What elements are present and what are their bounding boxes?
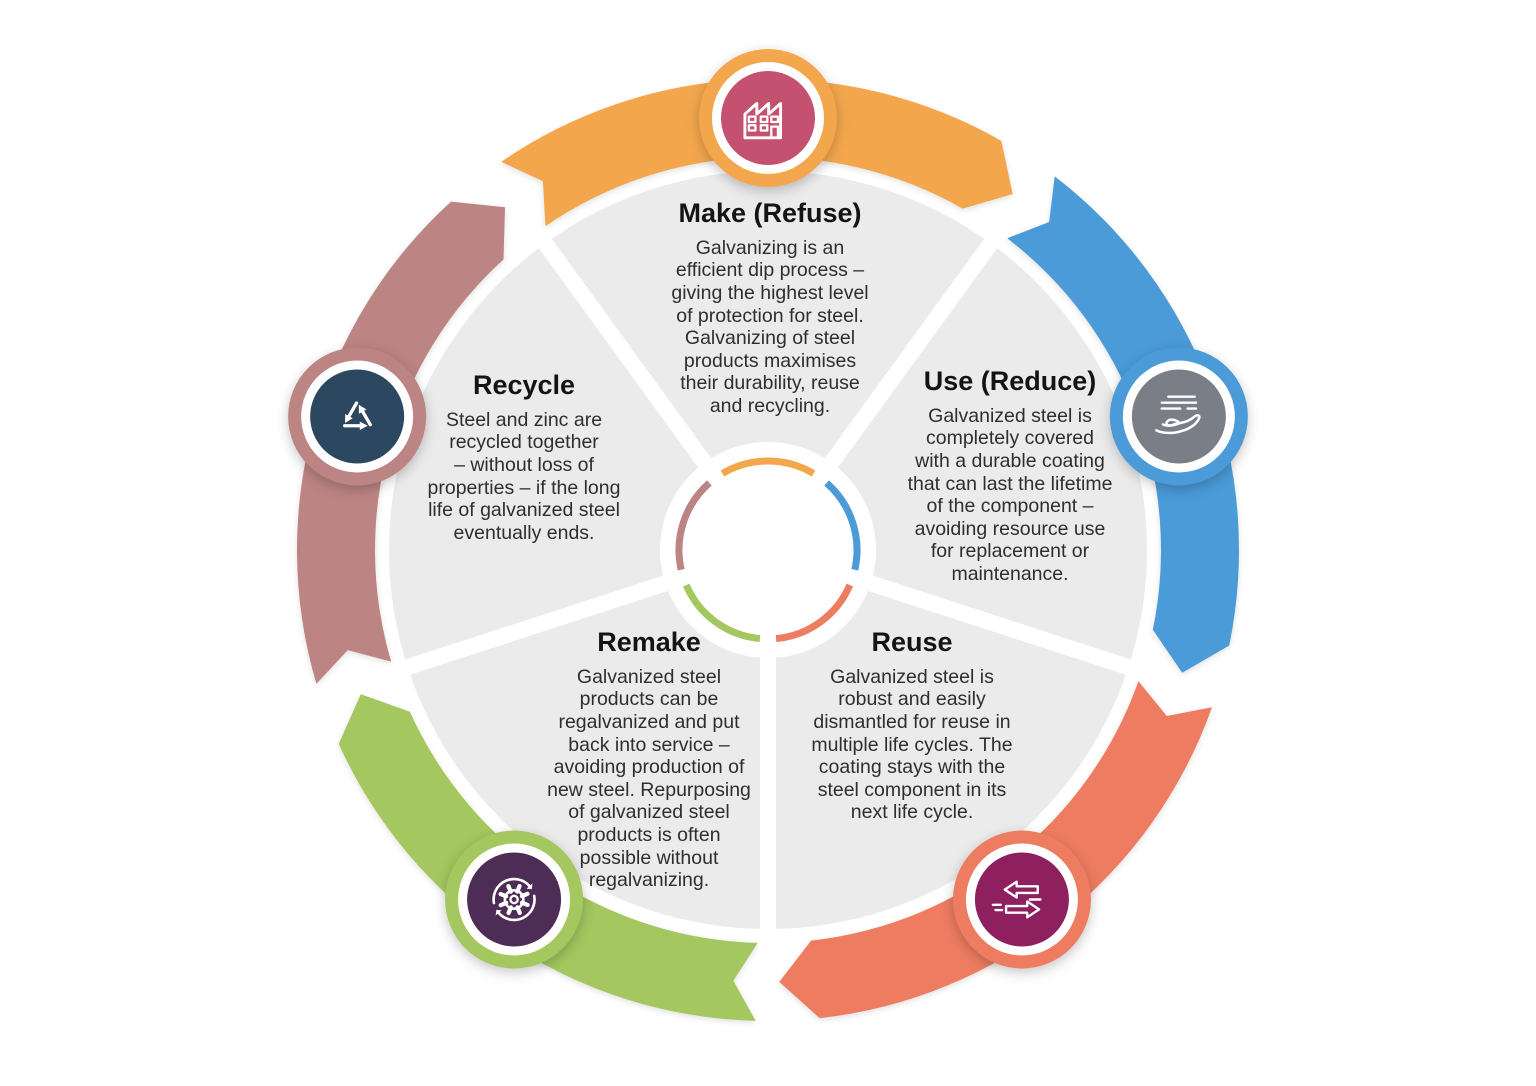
segment-recycle: Recycle Steel and zinc are recycled toge… [374, 370, 674, 544]
hub-arc-make [720, 457, 816, 477]
hub-arc-recycle [675, 480, 712, 571]
segment-remake: Remake Galvanized steel products can be … [499, 627, 799, 892]
segment-remake-title: Remake [597, 627, 701, 657]
segment-wedge-remake [407, 583, 768, 929]
segment-reuse: Reuse Galvanized steel is robust and eas… [762, 627, 1062, 824]
recycle-icon [342, 401, 372, 431]
transfer-arrows-icon [991, 880, 1042, 919]
hub-arc-use [824, 480, 861, 571]
segment-wedge-recycle [388, 243, 705, 668]
hand-receive-icon [1155, 395, 1201, 435]
segment-use: Use (Reduce) Galvanized steel is complet… [860, 366, 1160, 586]
segment-divider [765, 542, 1138, 677]
make-badge [699, 49, 837, 187]
segment-wedge-use [831, 243, 1148, 668]
segment-reuse-title: Reuse [871, 627, 953, 657]
segment-divider [761, 233, 1002, 555]
flow-arrow-remake [338, 694, 758, 1021]
segment-make-title: Make (Refuse) [678, 198, 862, 228]
segment-recycle-title: Recycle [472, 370, 576, 400]
hub-arc-reuse [775, 583, 854, 643]
segment-remake-body: Galvanized steel products can be regalva… [547, 665, 751, 892]
segment-wedge-reuse [768, 583, 1129, 929]
gear-cycle-icon [492, 877, 536, 922]
segment-reuse-body: Galvanized steel is robust and easily di… [811, 665, 1013, 824]
segment-recycle-body: Steel and zinc are recycled together – w… [427, 408, 621, 544]
flow-arrow-recycle [297, 201, 506, 684]
recycle-badge [288, 347, 427, 486]
reuse-badge [952, 830, 1091, 969]
factory-icon [743, 102, 782, 140]
segment-make-body: Galvanizing is an efficient dip process … [671, 236, 869, 417]
segment-divider [534, 233, 775, 555]
use-badge [1109, 347, 1248, 486]
flow-arrow-use [1007, 176, 1239, 673]
segment-use-title: Use (Reduce) [923, 366, 1097, 396]
segment-divider [760, 550, 776, 936]
flow-arrow-reuse [779, 681, 1212, 1019]
segment-make: Make (Refuse) Galvanizing is an efficien… [620, 198, 920, 418]
segment-use-body: Galvanized steel is completely covered w… [907, 404, 1113, 585]
segment-divider [398, 542, 771, 677]
remake-badge [445, 830, 584, 969]
hub-arc-remake [682, 583, 761, 643]
